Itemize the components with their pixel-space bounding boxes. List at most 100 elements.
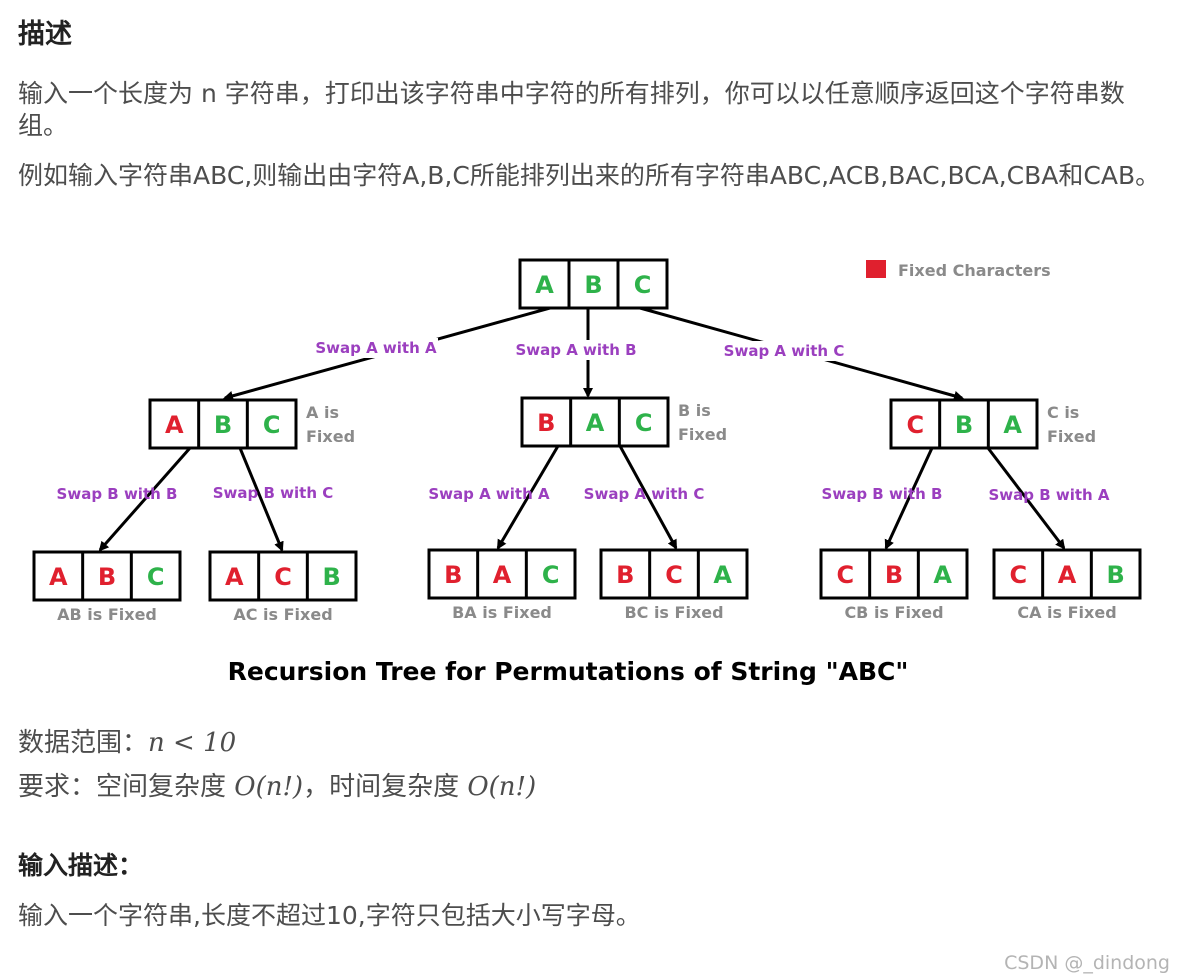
tree-edge-level1-to-level2: [986, 447, 1066, 550]
legend-label: Fixed Characters: [898, 261, 1051, 280]
level2-3-box: [427, 548, 577, 600]
csdn-watermark: CSDN @_dindong: [1004, 952, 1170, 974]
level1-2-char: C: [635, 409, 653, 437]
requirement-line: 要求：空间复杂度 O(n!)，时间复杂度 O(n!): [18, 770, 536, 804]
root-char: A: [535, 271, 554, 299]
root-char: C: [634, 271, 652, 299]
recursion-tree-diagram: A B C A B C B A C C B A A B C A C B B A C B C A C B A C A B A is Fixed…: [32, 258, 1142, 686]
level2-6-fixed-note: CA is Fixed: [1017, 603, 1116, 622]
data-range-label: 数据范围：: [18, 728, 149, 758]
tree-edge-level1-to-level2: [238, 447, 284, 552]
description-paragraph: 输入一个长度为 n 字符串，打印出该字符串中字符的所有排列，你可以以任意顺序返回…: [18, 79, 1125, 140]
level2-5-char: C: [837, 561, 855, 589]
requirement-label: 要求：空间复杂度: [18, 772, 235, 802]
requirement-separator: ，时间复杂度: [303, 772, 468, 802]
level2-1-fixed-note: AB is Fixed: [57, 605, 157, 624]
level2-2-fixed-note: AC is Fixed: [233, 605, 332, 624]
level1-1-node: A B C: [148, 398, 298, 450]
input-description-heading: 输入描述：: [18, 851, 144, 880]
root-char: B: [584, 271, 602, 299]
level1-2-fixed-note-line1: B is: [678, 401, 711, 420]
tree-edge-level1-to-level2: [496, 445, 560, 550]
level1-2-char: A: [586, 409, 605, 437]
level2-3-char: A: [493, 561, 512, 589]
level2-4-char: B: [616, 561, 634, 589]
level1-1-box: [148, 398, 298, 450]
tree-edge-level1-to-level2: [98, 447, 192, 552]
level1-2-box: [520, 396, 670, 448]
level2-1-box: [32, 550, 182, 602]
level2-3-char: C: [542, 561, 560, 589]
level1-1-char: A: [165, 411, 184, 439]
edge-label-level2-5: Swap B with B: [822, 485, 943, 503]
edge-label-level1-2: Swap A with B: [515, 341, 636, 359]
level2-1-char: A: [49, 563, 68, 591]
example-paragraph: 例如输入字符串ABC,则输出由字符A,B,C所能排列出来的所有字符串ABC,AC…: [18, 161, 1161, 190]
time-complexity: O(n!): [467, 772, 537, 802]
level1-1-fixed-note-line1: A is: [306, 403, 339, 422]
level2-4-fixed-note: BC is Fixed: [624, 603, 723, 622]
legend-swatch: [866, 260, 886, 278]
level2-5-box: [819, 548, 969, 600]
level2-3-fixed-note: BA is Fixed: [452, 603, 552, 622]
level1-3-fixed-note-line2: Fixed: [1047, 427, 1096, 446]
level1-3-char: B: [955, 411, 973, 439]
level2-5-char: B: [885, 561, 903, 589]
edge-label-level2-3: Swap A with A: [428, 485, 550, 503]
level2-6-char: B: [1107, 561, 1125, 589]
level1-2-char: B: [537, 409, 555, 437]
level2-5-fixed-note: CB is Fixed: [844, 603, 943, 622]
tree-nodes: A B C A B C B A C C B A A B C A C B B A C B C A C B A C A B: [32, 258, 1142, 602]
level2-5-char: A: [933, 561, 952, 589]
root-box: [518, 258, 669, 310]
level2-2-box: [208, 550, 358, 602]
level1-3-fixed-note-line1: C is: [1047, 403, 1079, 422]
edge-label-level2-6: Swap B with A: [988, 486, 1109, 504]
space-complexity: O(n!): [234, 772, 304, 802]
level1-1-char: B: [214, 411, 232, 439]
input-description-text: 输入一个字符串,长度不超过10,字符只包括大小写字母。: [18, 901, 641, 930]
level2-2-char: A: [225, 563, 244, 591]
edge-label-level2-2: Swap B with C: [213, 484, 333, 502]
level2-1-char: B: [98, 563, 116, 591]
level2-6-box: [992, 548, 1142, 600]
edge-label-level2-4: Swap A with C: [584, 485, 705, 503]
tree-edge-level1-to-level2: [618, 445, 678, 550]
diagram-caption: Recursion Tree for Permutations of Strin…: [228, 657, 909, 686]
level1-1-char: C: [263, 411, 281, 439]
edge-label-level1-3: Swap A with C: [724, 342, 845, 360]
level2-4-char: A: [713, 561, 732, 589]
level1-3-char: C: [907, 411, 925, 439]
level1-2-fixed-note-line2: Fixed: [678, 425, 727, 444]
level2-2-char: C: [274, 563, 292, 591]
data-range-math: n < 10: [148, 728, 237, 758]
root-node: A B C: [518, 258, 669, 310]
level1-3-box: [889, 398, 1039, 450]
edge-label-backing: [514, 340, 638, 360]
edge-label-backing: [722, 341, 846, 361]
tree-edge-level1-to-level2: [884, 447, 934, 550]
level2-4-char: C: [665, 561, 683, 589]
level2-6-char: C: [1010, 561, 1028, 589]
data-range-line: 数据范围：n < 10: [18, 726, 236, 760]
level2-3-char: B: [444, 561, 462, 589]
level2-2-char: B: [323, 563, 341, 591]
edge-label-level2-1: Swap B with B: [57, 485, 178, 503]
level2-1-char: C: [147, 563, 165, 591]
level1-3-char: A: [1003, 411, 1022, 439]
level1-1-fixed-note-line2: Fixed: [306, 427, 355, 446]
level2-1-node: A B C: [32, 550, 182, 602]
edge-label-backing: [314, 338, 438, 358]
description-heading: 描述: [18, 19, 72, 50]
edge-label-level1-1: Swap A with A: [315, 339, 437, 357]
level2-4-box: [599, 548, 749, 600]
level2-6-char: A: [1058, 561, 1077, 589]
